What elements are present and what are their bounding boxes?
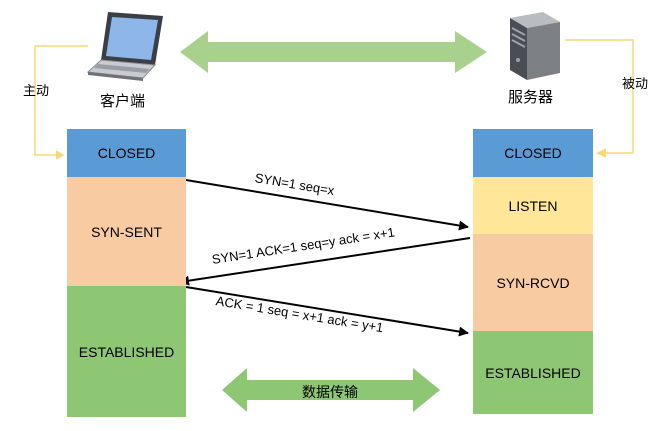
server-connector: [565, 39, 634, 158]
client-state-closed: CLOSED: [67, 129, 186, 177]
data-transfer-double-arrow: [222, 368, 440, 412]
client-connector: [34, 45, 88, 160]
client-mode-label: 主动: [23, 84, 50, 99]
syn-arrow: [185, 179, 469, 231]
server-state-established: ESTABLISHED: [473, 331, 593, 414]
client-state-syn-sent: SYN-SENT: [67, 177, 186, 286]
server-tower-icon: [510, 12, 560, 80]
server-state-syn-rcvd: SYN-RCVD: [473, 234, 593, 331]
data-transfer-label: 数据传输: [302, 385, 358, 401]
message-arrows: [179, 179, 471, 337]
syn-ack-arrow: [179, 237, 471, 286]
client-label: 客户端: [100, 92, 146, 110]
server-state-listen: LISTEN: [473, 177, 593, 234]
server-label: 服务器: [508, 88, 554, 106]
server-mode-label: 被动: [622, 77, 649, 92]
client-state-established: ESTABLISHED: [67, 286, 186, 417]
server-state-closed: CLOSED: [473, 129, 593, 177]
connection-double-arrow: [180, 31, 487, 73]
laptop-icon: [86, 12, 163, 81]
ack-arrow: [185, 286, 469, 337]
